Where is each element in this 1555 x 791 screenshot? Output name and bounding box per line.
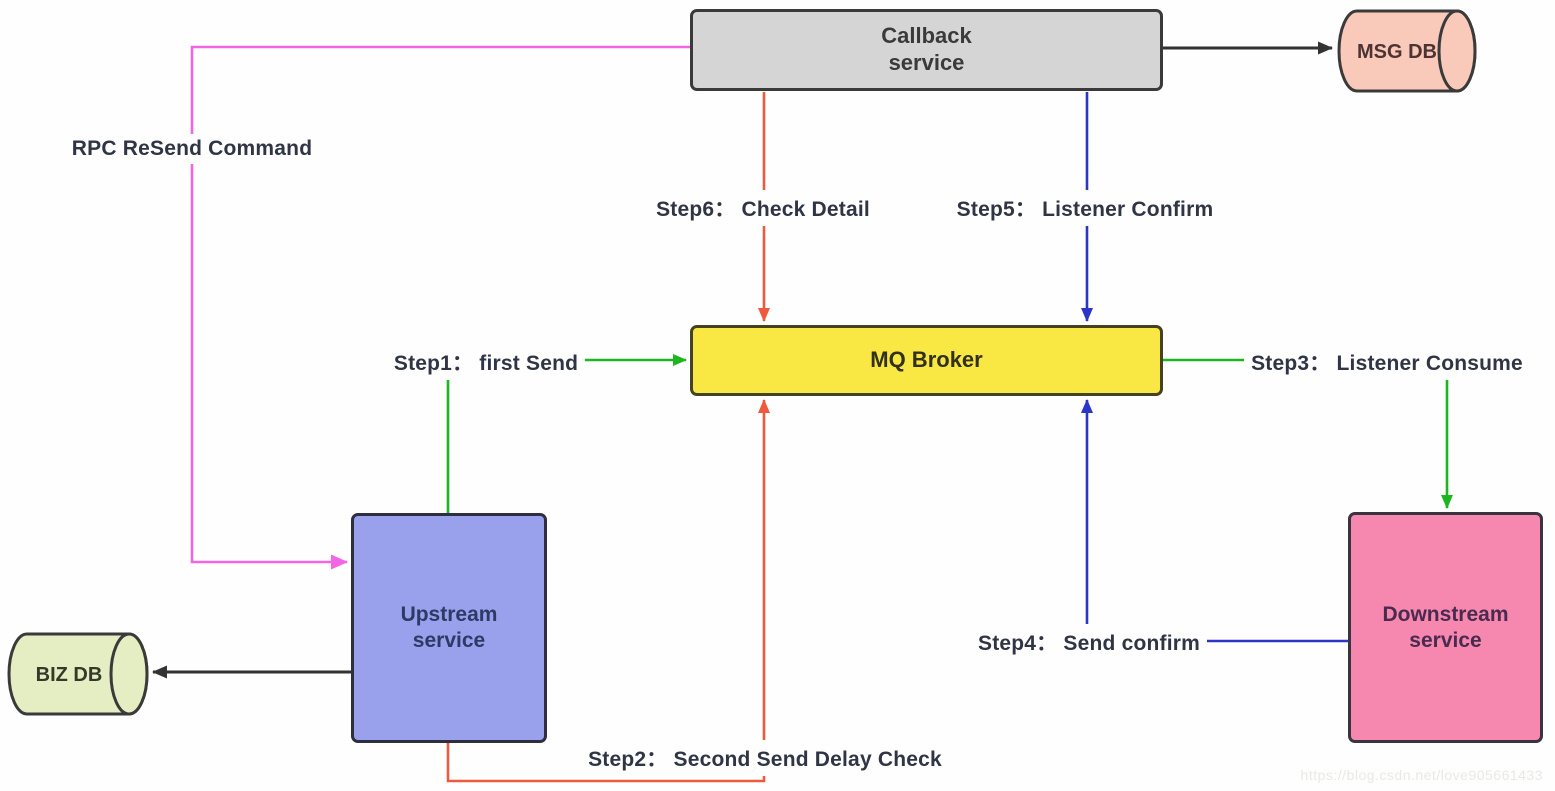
edge-step4-send-confirm: [1081, 399, 1348, 643]
label-step2-second-send-delay-check: Step2： Second Send Delay Check: [581, 740, 949, 776]
label-step1-first-send: Step1： first Send: [386, 344, 586, 380]
node-upstream-service: Upstream service: [351, 513, 547, 743]
node-mq-broker: MQ Broker: [690, 325, 1163, 396]
watermark-url: https://blog.csdn.net/love905661433: [1300, 767, 1543, 783]
edge-step1-first-send: [446, 354, 687, 513]
node-msg-db: MSG DB: [1337, 9, 1477, 93]
node-biz-db: BIZ DB: [7, 632, 149, 716]
biz-db-label: BIZ DB: [36, 664, 103, 686]
label-step6-check-detail: Step6： Check Detail: [649, 190, 877, 226]
callback-service-label: Callback service: [881, 23, 972, 75]
node-callback-service: Callback service: [690, 9, 1163, 91]
label-step5-listener-confirm: Step5： Listener Confirm: [949, 190, 1221, 226]
label-step4-send-confirm: Step4： Send confirm: [970, 624, 1208, 660]
node-downstream-service: Downstream service: [1348, 512, 1543, 743]
msg-db-cylinder-cap: [1437, 9, 1477, 93]
mq-broker-label: MQ Broker: [870, 347, 983, 373]
downstream-service-label: Downstream service: [1382, 602, 1509, 652]
edge-rpc-resend-command: [190, 45, 690, 570]
edge-step3-listener-consume: [1163, 358, 1453, 509]
label-step3-listener-consume: Step3： Listener Consume: [1244, 344, 1530, 380]
msg-db-label: MSG DB: [1357, 41, 1437, 63]
label-rpc-resend-command: RPC ReSend Command: [64, 134, 320, 164]
upstream-service-label: Upstream service: [400, 603, 498, 652]
edge-step2-second-send-delay-check: [446, 399, 770, 783]
biz-db-cylinder-cap: [109, 632, 149, 716]
